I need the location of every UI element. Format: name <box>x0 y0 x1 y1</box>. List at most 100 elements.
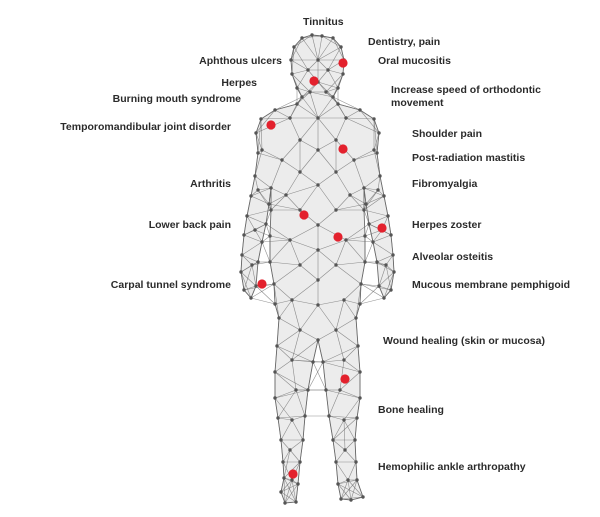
label-orthodontic-movement: Increase speed of orthodontic movement <box>391 84 541 109</box>
mesh-edge <box>317 329 337 341</box>
mesh-edge <box>283 477 286 504</box>
mesh-edge <box>355 303 361 319</box>
mesh-edge <box>254 229 271 237</box>
mesh-edge <box>295 483 299 503</box>
mesh-edge <box>317 37 334 61</box>
mesh-edge <box>372 241 394 256</box>
mesh-edge <box>278 317 301 331</box>
mesh-edge <box>328 415 334 441</box>
mesh-node <box>324 388 328 392</box>
mesh-edge <box>240 271 257 287</box>
mesh-edge <box>357 345 361 373</box>
mesh-edge <box>317 81 339 89</box>
mesh-node <box>348 193 352 197</box>
mesh-node <box>321 360 325 364</box>
mesh-node <box>334 263 338 267</box>
mesh-node <box>338 388 342 392</box>
mesh-edge <box>322 345 359 363</box>
mesh-edge <box>325 389 361 399</box>
mesh-edge <box>273 283 293 301</box>
mesh-edge <box>243 264 253 291</box>
mesh-edge <box>373 118 378 154</box>
mesh-node <box>334 328 338 332</box>
mesh-edge <box>354 439 357 463</box>
mesh-edge <box>301 37 319 61</box>
mesh-node <box>303 414 307 418</box>
mesh-edge <box>390 234 394 256</box>
mesh-edge <box>254 175 259 191</box>
mesh-edge <box>265 209 272 225</box>
mesh-edge <box>332 419 345 441</box>
mesh-edge <box>339 389 361 399</box>
mesh-edge <box>325 87 339 93</box>
mesh-edge <box>328 389 341 417</box>
mesh-node <box>316 58 320 62</box>
mesh-edge <box>280 479 293 493</box>
mesh-node <box>372 117 376 121</box>
mesh-edge <box>317 299 345 306</box>
mesh-edge <box>317 149 337 173</box>
mesh-edge <box>291 73 311 93</box>
mesh-edge <box>317 209 337 226</box>
mesh-node <box>320 34 324 38</box>
mesh-edge <box>353 149 375 161</box>
mesh-node <box>334 460 338 464</box>
mesh-edge <box>251 264 257 287</box>
mesh-node <box>298 460 302 464</box>
mesh-edge <box>350 479 358 501</box>
mesh-edge <box>243 215 248 236</box>
mesh-node <box>310 33 314 37</box>
mesh-edge <box>364 241 374 263</box>
mesh-node <box>249 194 253 198</box>
label-arthritis: Arthritis <box>190 178 231 190</box>
mesh-edge <box>359 109 380 134</box>
mesh-node <box>316 338 320 342</box>
mesh-node <box>260 148 264 152</box>
mesh-node <box>334 208 338 212</box>
mesh-edge <box>265 203 270 225</box>
mesh-node <box>336 86 340 90</box>
mesh-edge <box>257 152 283 161</box>
mesh-edge <box>282 461 285 479</box>
mesh-edge <box>317 96 334 119</box>
mesh-node <box>298 170 302 174</box>
mesh-edge <box>299 249 319 266</box>
label-tmj-disorder: Temporomandibular joint disorder <box>60 121 231 133</box>
label-wound-healing: Wound healing (skin or mucosa) <box>383 335 545 347</box>
mesh-node <box>336 102 340 106</box>
mesh-node <box>327 414 331 418</box>
mesh-edge <box>363 187 379 191</box>
mesh-node <box>256 260 260 264</box>
mesh-edge <box>291 359 297 391</box>
mesh-edge <box>257 187 272 191</box>
mesh-node <box>386 214 390 218</box>
mesh-node <box>375 151 379 155</box>
label-fibromyalgia: Fibromyalgia <box>412 178 478 190</box>
mesh-node <box>363 234 367 238</box>
mesh-edge <box>350 496 364 501</box>
mesh-node <box>354 460 358 464</box>
mesh-edge <box>277 415 306 419</box>
mesh-edge <box>250 283 275 299</box>
mesh-node <box>276 416 280 420</box>
mesh-edge <box>301 34 313 39</box>
mesh-edge <box>299 439 304 463</box>
mesh-node <box>289 58 293 62</box>
mesh-node <box>342 418 346 422</box>
mesh-node <box>256 151 260 155</box>
mesh-edge <box>277 417 293 421</box>
mesh-edge <box>274 103 298 111</box>
mesh-node <box>290 418 294 422</box>
mesh-node <box>296 482 300 486</box>
mesh-edge <box>254 229 263 243</box>
mesh-edge <box>335 171 351 196</box>
mesh-edge <box>307 361 324 391</box>
mesh-node <box>349 498 353 502</box>
mesh-edge <box>301 96 319 119</box>
mesh-edge <box>376 152 381 177</box>
mesh-edge <box>307 361 314 391</box>
mesh-node <box>376 188 380 192</box>
mesh-edge <box>312 339 319 363</box>
mesh-node <box>342 298 346 302</box>
mesh-edge <box>261 223 267 243</box>
